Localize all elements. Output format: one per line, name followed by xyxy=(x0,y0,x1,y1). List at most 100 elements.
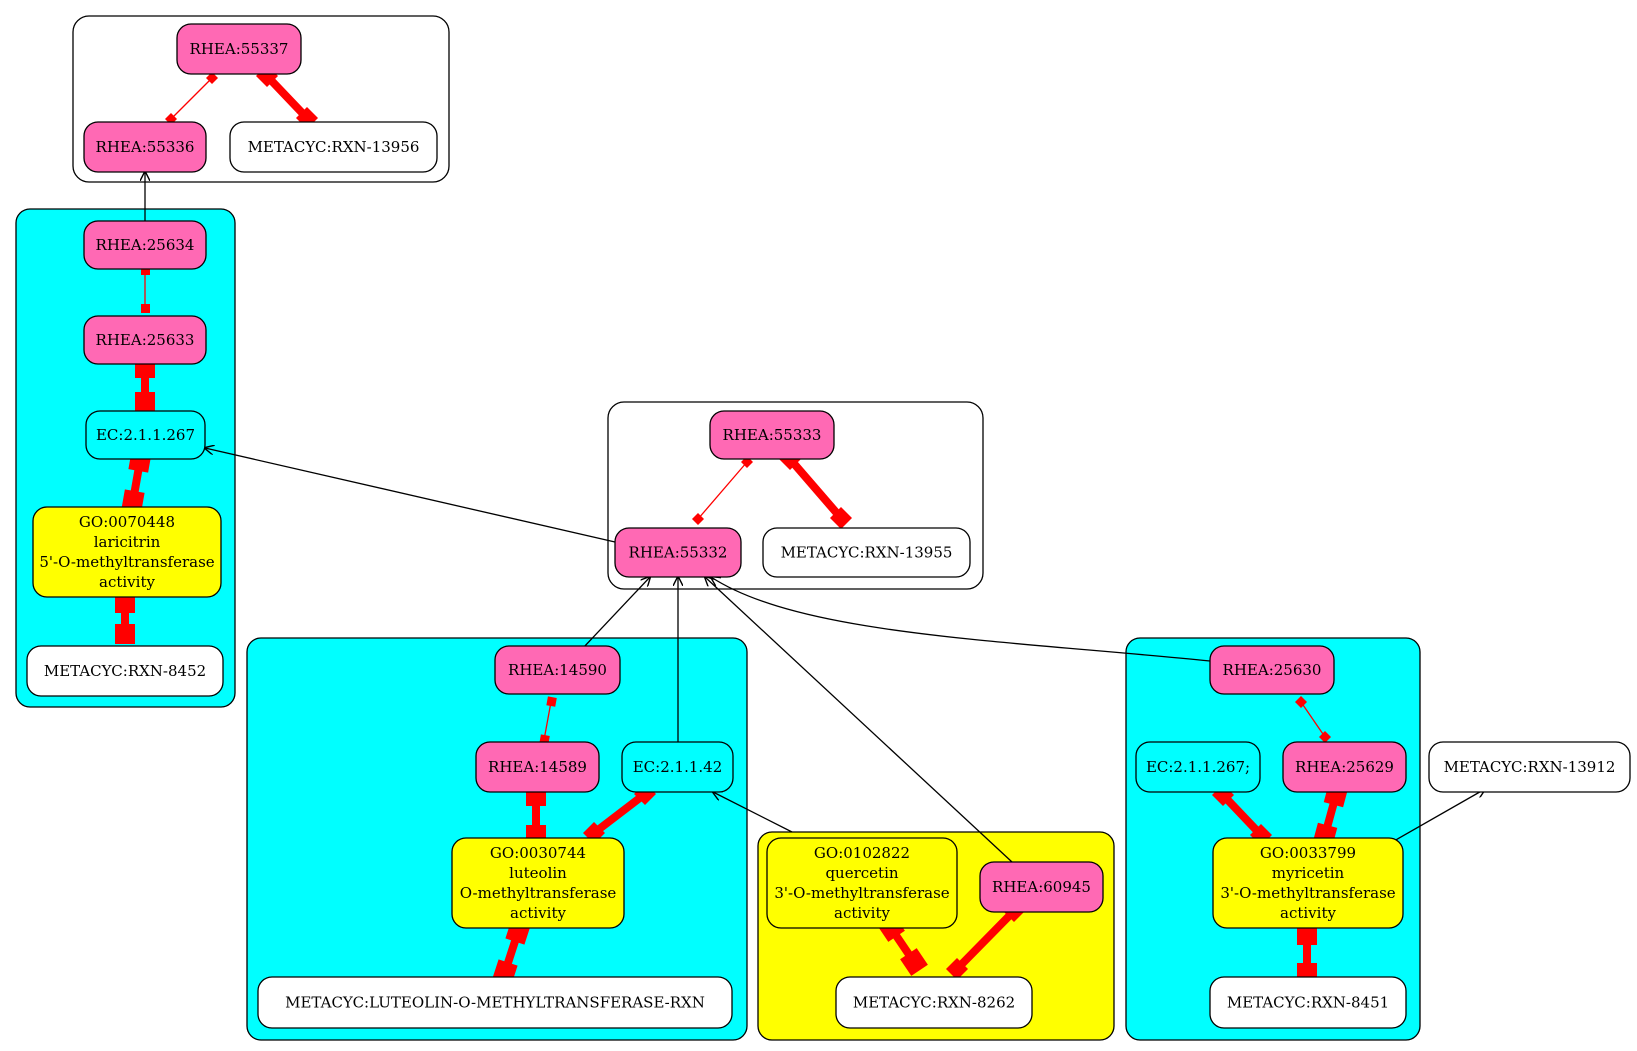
node-label: GO:0030744 xyxy=(490,844,586,862)
node-layer: RHEA:55337 RHEA:55336 METACYC:RXN-13956 … xyxy=(26,23,1631,1029)
edge-ec-267b-go-0033799 xyxy=(1220,792,1264,838)
node-label: 5'-O-methyltransferase xyxy=(39,553,214,571)
node-label: METACYC:RXN-8451 xyxy=(1227,994,1389,1012)
node-label: RHEA:55332 xyxy=(629,544,728,562)
edge-end-box xyxy=(115,593,135,613)
node-go-0102822[interactable]: GO:0102822quercetin3'-O-methyltransferas… xyxy=(766,837,958,929)
node-rhea-25633[interactable]: RHEA:25633 xyxy=(83,315,207,365)
node-box xyxy=(32,506,222,598)
node-ec-2-1-1-267[interactable]: EC:2.1.1.267 xyxy=(85,410,206,460)
node-rhea-14589[interactable]: RHEA:14589 xyxy=(475,741,600,793)
node-metacyc-rxn-13955[interactable]: METACYC:RXN-13955 xyxy=(762,527,971,578)
node-label: RHEA:55337 xyxy=(190,40,289,58)
edge-end-diamond xyxy=(946,958,968,980)
node-go-0070448[interactable]: GO:0070448laricitrin5'-O-methyltransfera… xyxy=(32,506,222,598)
node-box xyxy=(1209,645,1335,695)
node-rhea-55336[interactable]: RHEA:55336 xyxy=(83,121,207,173)
node-label: O-methyltransferase xyxy=(460,884,617,902)
node-ec-2-1-1-267-b[interactable]: EC:2.1.1.267; xyxy=(1135,741,1261,793)
node-go-0033799[interactable]: GO:0033799myricetin3'-O-methyltransferas… xyxy=(1212,837,1404,929)
node-rhea-25634[interactable]: RHEA:25634 xyxy=(83,220,207,270)
node-label: EC:2.1.1.267; xyxy=(1146,758,1250,776)
node-label: 3'-O-methyltransferase xyxy=(774,884,949,902)
node-metacyc-luteolin[interactable]: METACYC:LUTEOLIN-O-METHYLTRANSFERASE-RXN xyxy=(257,976,733,1029)
edge-55333-55332 xyxy=(697,461,748,520)
node-metacyc-rxn-13956[interactable]: METACYC:RXN-13956 xyxy=(229,121,438,173)
node-label: METACYC:LUTEOLIN-O-METHYLTRANSFERASE-RXN xyxy=(285,994,705,1012)
node-label: luteolin xyxy=(509,864,567,882)
node-box xyxy=(26,645,224,697)
node-box xyxy=(83,121,207,173)
edge-end-diamond xyxy=(1319,731,1331,743)
node-label: RHEA:55333 xyxy=(723,426,822,444)
node-label: RHEA:25634 xyxy=(96,236,195,254)
edge-go-0102822-ec-42 xyxy=(713,792,793,833)
edge-60945-55332 xyxy=(705,577,1013,863)
node-label: METACYC:RXN-13955 xyxy=(781,544,953,562)
node-label: METACYC:RXN-13956 xyxy=(248,138,420,156)
node-box xyxy=(229,121,438,173)
node-label: RHEA:14589 xyxy=(488,758,587,776)
node-label: activity xyxy=(510,904,566,922)
node-label: RHEA:25633 xyxy=(96,331,195,349)
node-box xyxy=(83,220,207,270)
edge-end-diamond xyxy=(206,72,218,84)
edge-55337-rxn-13956 xyxy=(264,73,310,121)
node-box xyxy=(176,23,302,75)
node-rhea-25630[interactable]: RHEA:25630 xyxy=(1209,645,1335,695)
node-label: METACYC:RXN-8262 xyxy=(853,994,1015,1012)
edge-14590-55332 xyxy=(582,577,650,649)
node-box xyxy=(83,315,207,365)
node-label: myricetin xyxy=(1272,864,1345,882)
node-box xyxy=(979,861,1104,913)
node-rhea-55332[interactable]: RHEA:55332 xyxy=(614,527,742,578)
node-label: EC:2.1.1.42 xyxy=(633,758,723,776)
edge-55332-ec-267 xyxy=(205,448,616,543)
node-label: EC:2.1.1.267 xyxy=(96,426,195,444)
node-box xyxy=(1428,741,1631,793)
node-box xyxy=(257,976,733,1029)
node-label: GO:0070448 xyxy=(79,513,175,531)
edge-go-0033799-rxn-13912 xyxy=(1393,789,1485,842)
node-rhea-55337[interactable]: RHEA:55337 xyxy=(176,23,302,75)
node-box xyxy=(1212,837,1404,929)
node-metacyc-rxn-8451[interactable]: METACYC:RXN-8451 xyxy=(1209,976,1407,1029)
node-label: RHEA:60945 xyxy=(992,878,1091,896)
node-metacyc-rxn-13912[interactable]: METACYC:RXN-13912 xyxy=(1428,741,1631,793)
node-rhea-14590[interactable]: RHEA:14590 xyxy=(494,645,621,695)
node-box xyxy=(85,410,206,460)
node-label: RHEA:55336 xyxy=(96,138,195,156)
edge-14590-14589 xyxy=(543,701,552,741)
node-label: METACYC:RXN-13912 xyxy=(1444,758,1616,776)
node-box xyxy=(1135,741,1261,793)
edge-end-box xyxy=(546,696,557,707)
edge-25630-25629 xyxy=(1300,701,1326,738)
edge-ec-42-go-0030744 xyxy=(591,790,648,837)
edge-55333-rxn-13955 xyxy=(786,456,845,521)
edge-end-box xyxy=(135,392,155,412)
node-box xyxy=(762,527,971,578)
node-label: activity xyxy=(834,904,890,922)
edge-end-box xyxy=(900,948,928,976)
node-box xyxy=(709,410,835,460)
node-rhea-60945[interactable]: RHEA:60945 xyxy=(979,861,1104,913)
node-rhea-55333[interactable]: RHEA:55333 xyxy=(709,410,835,460)
edge-end-diamond xyxy=(692,513,704,525)
node-box xyxy=(1209,976,1407,1029)
node-ec-2-1-1-42[interactable]: EC:2.1.1.42 xyxy=(621,741,734,793)
node-metacyc-rxn-8452[interactable]: METACYC:RXN-8452 xyxy=(26,645,224,697)
edge-end-box xyxy=(141,304,150,313)
edge-end-diamond xyxy=(1295,696,1307,708)
node-label: activity xyxy=(1280,904,1336,922)
edge-end-box xyxy=(1297,925,1317,945)
node-metacyc-rxn-8262[interactable]: METACYC:RXN-8262 xyxy=(835,976,1033,1029)
node-box xyxy=(614,527,742,578)
node-rhea-25629[interactable]: RHEA:25629 xyxy=(1282,741,1407,793)
edge-end-box xyxy=(141,266,150,275)
node-box xyxy=(494,645,621,695)
edge-60945-rxn-8262 xyxy=(954,908,1017,972)
node-box xyxy=(621,741,734,793)
edge-end-box xyxy=(115,624,135,644)
